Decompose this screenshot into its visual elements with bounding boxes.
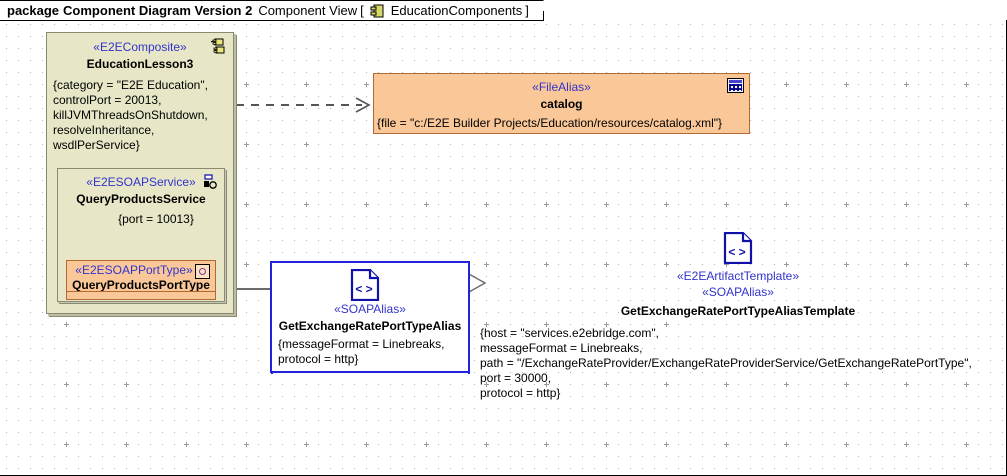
grid-cross — [964, 82, 969, 87]
grid-cross — [604, 202, 609, 207]
template-properties: {host = "services.e2ebridge.com", messag… — [478, 326, 998, 401]
soapalias-name: GetExchangeRatePortTypeAlias — [272, 319, 468, 334]
catalog-stereotype: «FileAlias» — [374, 80, 749, 95]
template-stereotype-soapalias: «SOAPAlias» — [478, 285, 998, 300]
grid-cross — [904, 442, 909, 447]
grid-cross — [724, 202, 729, 207]
grid-cross — [844, 442, 849, 447]
frame-view-name: Component View — [258, 3, 357, 18]
grid-cross — [964, 442, 969, 447]
grid-cross — [484, 442, 489, 447]
grid-cross — [64, 382, 69, 387]
grid-cross — [244, 262, 249, 267]
template-stereotype-artifact: «E2EArtifactTemplate» — [478, 269, 998, 284]
grid-cross — [244, 442, 249, 447]
grid-cross — [544, 442, 549, 447]
grid-cross — [724, 442, 729, 447]
template-name: GetExchangeRatePortTypeAliasTemplate — [478, 304, 998, 319]
porttype-stereotype: «E2ESOAPPortType» — [67, 263, 215, 278]
svg-text:< >: < > — [728, 245, 745, 259]
frame-keyword: package — [7, 3, 59, 18]
grid-cross — [784, 442, 789, 447]
svg-text:< >: < > — [355, 282, 372, 296]
grid-cross — [844, 82, 849, 87]
grid-cross — [304, 442, 309, 447]
grid-cross — [64, 442, 69, 447]
grid-cross — [64, 322, 69, 327]
diagram-frame-header: package Component Diagram Version 2 Comp… — [0, 0, 544, 21]
composite-stereotype: «E2EComposite» — [47, 40, 233, 55]
grid-cross — [544, 202, 549, 207]
grid-cross — [424, 202, 429, 207]
grid-cross — [124, 382, 129, 387]
document-code-icon: < > — [723, 232, 753, 269]
grid-cross — [784, 202, 789, 207]
template-property-line: messageFormat = Linebreaks, — [480, 341, 998, 356]
grid-cross — [904, 202, 909, 207]
template-property-line: port = 30000, — [480, 371, 998, 386]
grid-cross — [184, 442, 189, 447]
composite-property-line: {category = "E2E Education", — [53, 78, 233, 93]
dependency-connector-catalog[interactable] — [236, 95, 376, 115]
service-stereotype: «E2ESOAPService» — [58, 175, 224, 190]
frame-package-name: EducationComponents — [391, 3, 523, 18]
frame-bracket-open: [ — [360, 3, 364, 18]
grid-cross — [304, 82, 309, 87]
grid-cross — [844, 202, 849, 207]
grid-cross — [604, 442, 609, 447]
node-soapalias-getexchangerateporttypealias[interactable]: < > «SOAPAlias» GetExchangeRatePortTypeA… — [270, 261, 470, 373]
grid-cross — [244, 82, 249, 87]
porttype-icon — [195, 264, 210, 279]
node-filealias-catalog[interactable]: «FileAlias» catalog {file = "c:/E2E Buil… — [373, 73, 750, 134]
grid-cross — [364, 202, 369, 207]
grid-cross — [244, 142, 249, 147]
node-artifacttemplate-getexchangerateporttypealiastemplate[interactable]: < > «E2EArtifactTemplate» «SOAPAlias» Ge… — [478, 232, 998, 404]
template-property-line: protocol = http} — [480, 386, 998, 401]
node-porttype-queryproductsporttype[interactable]: «E2ESOAPPortType» QueryProductsPortType — [66, 260, 216, 300]
component-icon — [370, 4, 385, 18]
composite-property-line: killJVMThreadsOnShutdown, — [53, 108, 233, 123]
grid-cross — [664, 442, 669, 447]
frame-bracket-close: ] — [525, 3, 529, 18]
grid-cross — [304, 202, 309, 207]
table-icon — [727, 78, 744, 93]
grid-cross — [364, 442, 369, 447]
grid-cross — [904, 82, 909, 87]
frame-corner-fold — [533, 0, 544, 11]
composite-properties: {category = "E2E Education", controlPort… — [47, 78, 233, 153]
grid-cross — [364, 82, 369, 87]
composite-property-line: wsdlPerService} — [53, 138, 233, 153]
grid-cross — [244, 202, 249, 207]
composite-property-line: controlPort = 20013, — [53, 93, 233, 108]
service-properties: {port = 10013} — [58, 212, 224, 227]
grid-cross — [424, 442, 429, 447]
grid-cross — [304, 142, 309, 147]
composite-property-line: resolveInheritance, — [53, 123, 233, 138]
grid-cross — [484, 202, 489, 207]
service-icon — [203, 174, 217, 189]
composite-icon — [210, 38, 227, 54]
soapalias-property-line: protocol = http} — [278, 352, 468, 367]
catalog-name: catalog — [374, 97, 749, 112]
service-name: QueryProductsService — [58, 192, 224, 207]
grid-cross — [124, 442, 129, 447]
grid-cross — [964, 202, 969, 207]
frame-title: Component Diagram Version 2 — [63, 3, 252, 18]
template-property-line: {host = "services.e2ebridge.com", — [480, 326, 998, 341]
grid-cross — [784, 82, 789, 87]
catalog-properties: {file = "c:/E2E Builder Projects/Educati… — [374, 116, 749, 131]
composite-name: EducationLesson3 — [47, 57, 233, 72]
document-code-icon: < > — [350, 269, 380, 306]
porttype-compartment-separator — [67, 291, 215, 292]
soapalias-property-line: {messageFormat = Linebreaks, — [278, 337, 468, 352]
grid-cross — [664, 202, 669, 207]
soapalias-properties: {messageFormat = Linebreaks, protocol = … — [272, 337, 468, 367]
template-property-line: path = "/ExchangeRateProvider/ExchangeRa… — [480, 356, 998, 371]
